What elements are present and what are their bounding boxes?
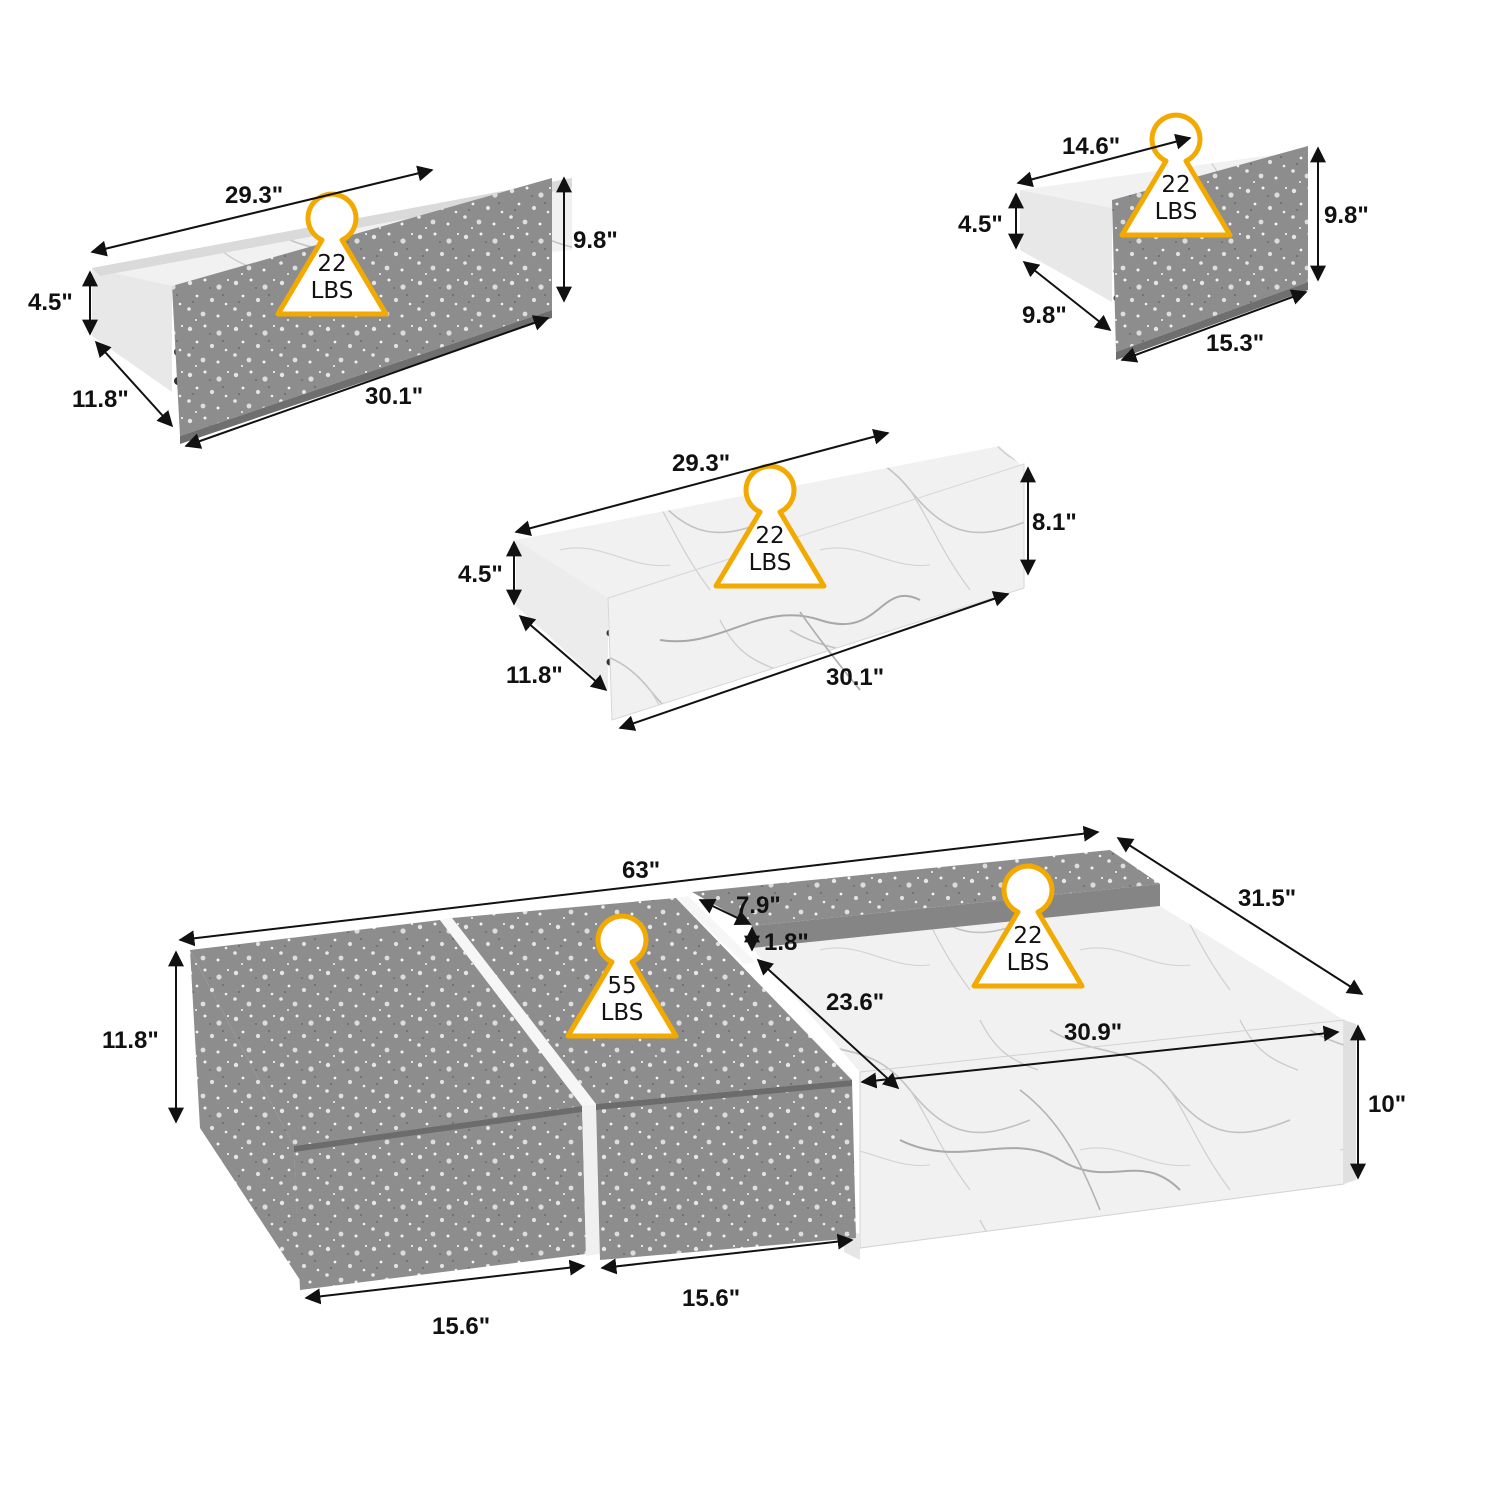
dimension-line — [1116, 837, 1364, 995]
badge-unit: LBS — [311, 278, 354, 304]
dimension-line — [518, 614, 608, 692]
dimension-label-total-depth: 31.5" — [1238, 885, 1296, 912]
dimension-line — [1022, 261, 1112, 331]
dimension-line — [184, 315, 550, 449]
dimension-line — [600, 1233, 854, 1275]
drawer-top-left-side — [92, 268, 172, 392]
dimension-label-side-height: 4.5" — [28, 289, 73, 316]
table-marble-side — [1344, 1020, 1356, 1184]
dimension-label-side-height: 4.5" — [458, 561, 503, 588]
dimension-line — [90, 165, 434, 257]
dimension-line — [94, 340, 174, 428]
badge-unit: LBS — [1007, 950, 1050, 976]
dimension-line — [514, 428, 890, 537]
drawer-top-left: 22 LBS 29.3" 9.8" 4.5" 11.8" 30.1" — [28, 165, 618, 449]
dimension-label-side-depth: 9.8" — [1022, 302, 1067, 329]
dimension-label-depth-top: 29.3" — [672, 450, 730, 477]
dimension-label-depth-top: 14.6" — [1062, 133, 1120, 160]
dimension-label-depth-top: 29.3" — [225, 182, 283, 209]
coffee-table: 55 LBS 22 LBS 63" 31.5" 11.8" 7.9" 1.8" … — [102, 825, 1406, 1340]
dimension-label-side-depth: 11.8" — [506, 662, 563, 689]
dimension-line — [1120, 289, 1308, 363]
dimension-label-height: 8.1" — [1032, 509, 1077, 536]
table-block-middle-front — [596, 1080, 856, 1260]
dimension-line — [1016, 133, 1192, 188]
dimension-label-tray-height: 10" — [1368, 1091, 1406, 1118]
dimension-label-front-length: 15.3" — [1206, 330, 1264, 357]
dimension-label-height: 9.8" — [1324, 202, 1369, 229]
dimension-label-front-length: 30.1" — [826, 664, 884, 691]
dimension-label-tray-length: 30.9" — [1064, 1019, 1122, 1046]
drawer-top-right: 22 LBS 14.6" 9.8" 4.5" 9.8" 15.3" — [958, 115, 1369, 363]
table-block-left-top — [190, 920, 582, 1146]
badge-unit: LBS — [749, 550, 792, 576]
dimension-label-total-length: 63" — [622, 857, 660, 884]
weight-badge-table-terrazzo: 55 LBS — [568, 916, 676, 1036]
dimension-label-tray-depth: 23.6" — [826, 989, 884, 1016]
drawer-middle: 22 LBS 29.3" 8.1" 4.5" 11.8" 30.1" — [458, 428, 1077, 731]
dimension-label-front-length: 30.1" — [365, 383, 423, 410]
dimension-line — [618, 591, 1010, 731]
dimension-label-block-width-right: 15.6" — [682, 1285, 740, 1312]
dimension-line — [304, 1259, 586, 1305]
dimension-line — [698, 899, 752, 925]
dimension-line — [178, 825, 1100, 947]
dimension-label-shelf-height: 1.8" — [764, 929, 809, 956]
table-separator-strip — [440, 918, 596, 1106]
badge-value: 55 — [607, 973, 636, 999]
marble-vein — [1019, 1089, 1101, 1211]
table-block-left-front — [294, 1106, 586, 1290]
dimension-label-block-width-left: 15.6" — [432, 1313, 490, 1340]
drawer-top-right-side — [1020, 190, 1112, 302]
badge-value: 22 — [1161, 172, 1190, 198]
dimension-label-height: 11.8" — [102, 1027, 159, 1054]
table-separator-strip-front — [582, 1104, 600, 1256]
badge-value: 22 — [317, 251, 346, 277]
dimension-line — [860, 1025, 1340, 1089]
table-block-left-edge — [294, 1106, 582, 1152]
dimension-label-side-height: 4.5" — [958, 211, 1003, 238]
dimension-label-height: 9.8" — [573, 227, 618, 254]
badge-unit: LBS — [1155, 199, 1198, 225]
dimension-label-shelf-depth: 7.9" — [736, 892, 781, 919]
marble-vein — [899, 1139, 1181, 1191]
table-block-left-side — [190, 950, 300, 1280]
badge-unit: LBS — [601, 1000, 644, 1026]
dimension-label-side-depth: 11.8" — [72, 386, 129, 413]
badge-value: 22 — [1013, 923, 1042, 949]
badge-value: 22 — [755, 523, 784, 549]
